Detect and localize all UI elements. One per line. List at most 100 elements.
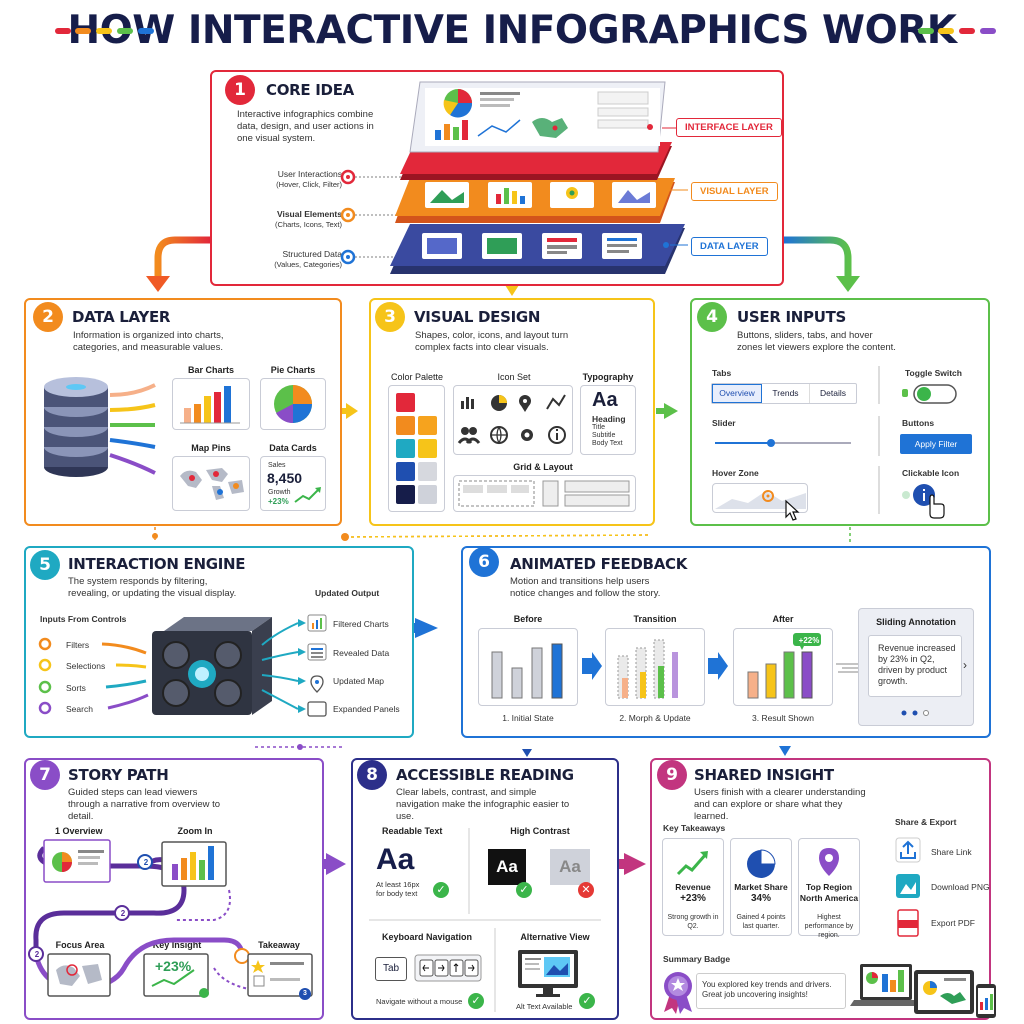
takeaway-note: Strong growth in Q2. (667, 914, 719, 930)
grid-layout-icon (458, 480, 630, 507)
transition-label: Transition (633, 614, 677, 624)
tab-key[interactable]: Tab (375, 957, 407, 981)
trend-up-icon (294, 487, 321, 503)
input-sorts: Sorts (66, 683, 86, 693)
share-export-label: Share & Export (895, 817, 957, 827)
tabs-label: Tabs (712, 368, 732, 378)
check-icon: ✓ (516, 882, 532, 898)
step-number: 4 (697, 302, 727, 332)
toggle-switch-label: Toggle Switch (905, 368, 962, 378)
map-icon (180, 468, 244, 500)
hover-zone-label: Hover Zone (712, 468, 759, 478)
color-palette-label: Color Palette (390, 372, 444, 382)
map-pins-label: Map Pins (191, 443, 231, 453)
toggle-switch[interactable] (900, 382, 960, 406)
data-card-value: 8,450 (267, 470, 303, 486)
share-link[interactable]: Share Link (931, 847, 972, 857)
stage-initial: 1. Initial State (502, 713, 554, 723)
icon-set-label: Icon Set (497, 372, 531, 382)
buttons-label: Buttons (902, 418, 935, 428)
panel-title: DATA LAYER (72, 308, 171, 326)
takeaway-note: Gained 4 points last quarter. (736, 914, 786, 930)
input-filters: Filters (66, 640, 90, 650)
row-label: User Interactions (277, 169, 342, 179)
export-pdf[interactable]: Export PDF (931, 918, 975, 928)
page-title: HOW INTERACTIVE INFOGRAPHICS WORK (67, 8, 957, 53)
panel-title: ACCESSIBLE READING (396, 766, 574, 784)
story-zoom-label: Zoom In (177, 826, 213, 836)
inputs-label: Inputs From Controls (40, 614, 127, 624)
output-expanded-panels: Expanded Panels (333, 704, 400, 714)
step-number: 3 (375, 302, 405, 332)
output-updated-map: Updated Map (333, 676, 385, 686)
output-revealed-data: Revealed Data (333, 648, 390, 658)
download-png[interactable]: Download PNG (931, 882, 990, 892)
panel-title: CORE IDEA (266, 81, 354, 99)
apply-filter-button[interactable]: Apply Filter (900, 434, 972, 454)
tab-overview[interactable]: Overview (712, 384, 762, 403)
grid-layout-label: Grid & Layout (513, 462, 573, 472)
share-icons (895, 837, 921, 937)
panel-title: STORY PATH (68, 766, 169, 784)
bar-chart-icon (180, 386, 240, 424)
step-number: 6 (469, 547, 499, 577)
readable-text-sample: Aa (376, 843, 415, 876)
stage-result: 3. Result Shown (752, 713, 814, 723)
step-number: 9 (657, 760, 687, 790)
tab-details[interactable]: Details (820, 388, 846, 398)
story-overview-label: 1 Overview (55, 826, 103, 836)
section-dividers (369, 828, 601, 1012)
annotation-text: Revenue increased by 23% in Q2, driven b… (878, 643, 956, 686)
icon-set-icons (457, 394, 566, 445)
check-icon: ✓ (579, 993, 595, 1009)
step-marker: 2 (34, 950, 40, 959)
annotation-card (868, 635, 962, 697)
summary-badge-text: You explored key trends and drivers. Gre… (702, 980, 832, 999)
chevron-right-icon[interactable]: › (963, 658, 967, 672)
panel-description: Shapes, color, icons, and layout turn co… (415, 330, 569, 353)
step-marker: 2 (143, 858, 149, 867)
keyboard-navigation-label: Keyboard Navigation (381, 932, 473, 942)
takeaway-card (798, 838, 860, 936)
title-dash (138, 28, 154, 34)
cross-icon: ✕ (578, 882, 594, 898)
slider-control[interactable] (711, 430, 857, 456)
low-contrast-sample: Aa (550, 849, 590, 885)
slider-label: Slider (712, 418, 736, 428)
story-path-illustration (28, 839, 313, 1000)
info-icon[interactable] (900, 482, 950, 519)
panel-title: SHARED INSIGHT (694, 766, 834, 784)
typography-subtitle: Subtitle (592, 432, 616, 439)
carousel-dots[interactable] (898, 709, 938, 717)
takeaway-icons (676, 848, 839, 878)
data-card-label: Sales (268, 462, 286, 469)
tab-bar: Overview Trends Details (711, 383, 857, 404)
typography-heading: Heading (592, 414, 626, 424)
panel-title: VISUAL DESIGN (414, 308, 541, 326)
typography-title: Title (592, 424, 605, 431)
row-sub: (Charts, Icons, Text) (275, 220, 342, 229)
interface-layer-tag: INTERFACE LAYER (676, 118, 782, 137)
stage-morph: 2. Morph & Update (619, 713, 691, 723)
panel-description: The system responds by filtering, reveal… (68, 576, 237, 599)
step-number: 1 (225, 75, 255, 105)
panel-description: Guided steps can lead viewers through a … (68, 787, 221, 822)
takeaway-value: North America (799, 893, 859, 903)
layer-stack-illustration (340, 81, 688, 274)
row-sub: (Values, Categories) (274, 260, 342, 269)
panel-description: Buttons, sliders, tabs, and hover zones … (737, 330, 896, 353)
before-label: Before (513, 614, 543, 624)
readable-text-note: At least 16px for body text (376, 880, 420, 898)
typography-card (580, 385, 636, 455)
output-icons (307, 614, 327, 717)
check-icon: ✓ (468, 993, 484, 1009)
title-dash (96, 28, 112, 34)
hover-zone-chart (715, 490, 806, 521)
title-dash (55, 28, 71, 34)
panel-title: ANIMATED FEEDBACK (510, 555, 688, 573)
tab-trends[interactable]: Trends (762, 384, 810, 403)
story-focus-label: Focus Area (55, 940, 105, 950)
title-dash (938, 28, 954, 34)
check-icon: ✓ (433, 882, 449, 898)
